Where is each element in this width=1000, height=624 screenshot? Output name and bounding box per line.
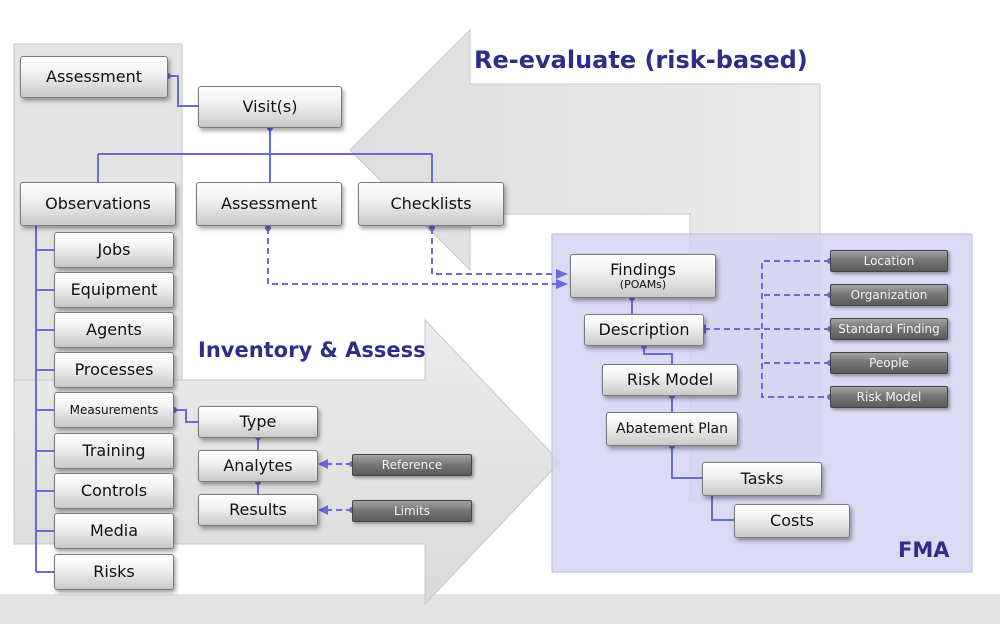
limits-lookup[interactable]: Limits — [352, 500, 472, 522]
controls-node[interactable]: Controls — [54, 473, 174, 509]
risks-node[interactable]: Risks — [54, 554, 174, 590]
connector-description-riskmodel — [643, 346, 673, 364]
connector-tasks-costs — [711, 488, 734, 521]
abatement-plan-node[interactable]: Abatement Plan — [606, 412, 738, 446]
dot — [429, 225, 435, 231]
jobs-node[interactable]: Jobs — [54, 232, 174, 268]
costs-node[interactable]: Costs — [734, 504, 850, 538]
processes-node[interactable]: Processes — [54, 352, 174, 388]
organization-lookup[interactable]: Organization — [830, 284, 948, 306]
assessment-node[interactable]: Assessment — [196, 182, 342, 226]
equipment-node[interactable]: Equipment — [54, 272, 174, 308]
risk-model-node[interactable]: Risk Model — [602, 364, 738, 396]
arrowhead-limits — [318, 505, 328, 515]
risk-model-lookup[interactable]: Risk Model — [830, 386, 948, 408]
location-lookup[interactable]: Location — [830, 250, 948, 272]
dashed-assessment-findings — [267, 228, 556, 285]
inventory-banner: Inventory & Assess — [198, 338, 426, 362]
description-node[interactable]: Description — [584, 314, 704, 346]
analytes-node[interactable]: Analytes — [198, 450, 318, 482]
fma-banner: FMA — [898, 538, 950, 562]
type-node[interactable]: Type — [198, 406, 318, 438]
training-node[interactable]: Training — [54, 433, 174, 469]
tasks-node[interactable]: Tasks — [702, 462, 822, 496]
bottom-band — [0, 594, 1000, 624]
dashed-checklists-findings — [431, 228, 556, 275]
arrowhead-reference — [318, 459, 328, 469]
people-lookup[interactable]: People — [830, 352, 948, 374]
visits-node[interactable]: Visit(s) — [198, 86, 342, 128]
reference-lookup[interactable]: Reference — [352, 454, 472, 476]
media-node[interactable]: Media — [54, 513, 174, 549]
reevaluate-banner: Re-evaluate (risk-based) — [474, 46, 808, 74]
standard-finding-lookup[interactable]: Standard Finding — [830, 318, 948, 340]
observations-node[interactable]: Observations — [20, 182, 176, 226]
connector-assessment-visits — [168, 75, 198, 107]
findings-node[interactable]: Findings (POAMs) — [570, 254, 716, 298]
findings-label: Findings — [610, 260, 676, 279]
findings-sublabel: (POAMs) — [619, 278, 667, 291]
checklists-node[interactable]: Checklists — [358, 182, 504, 226]
connector-measurements-type — [174, 409, 198, 423]
agents-node[interactable]: Agents — [54, 312, 174, 348]
arrowhead-checklists-findings — [556, 269, 568, 279]
results-node[interactable]: Results — [198, 494, 318, 526]
connector-abatement-tasks — [671, 446, 702, 479]
dot — [265, 225, 271, 231]
assessment-node-top[interactable]: Assessment — [20, 56, 168, 98]
arrowhead-assessment-findings — [556, 279, 568, 289]
measurements-node[interactable]: Measurements — [54, 392, 174, 428]
dashed-lookup-spine — [761, 260, 830, 398]
